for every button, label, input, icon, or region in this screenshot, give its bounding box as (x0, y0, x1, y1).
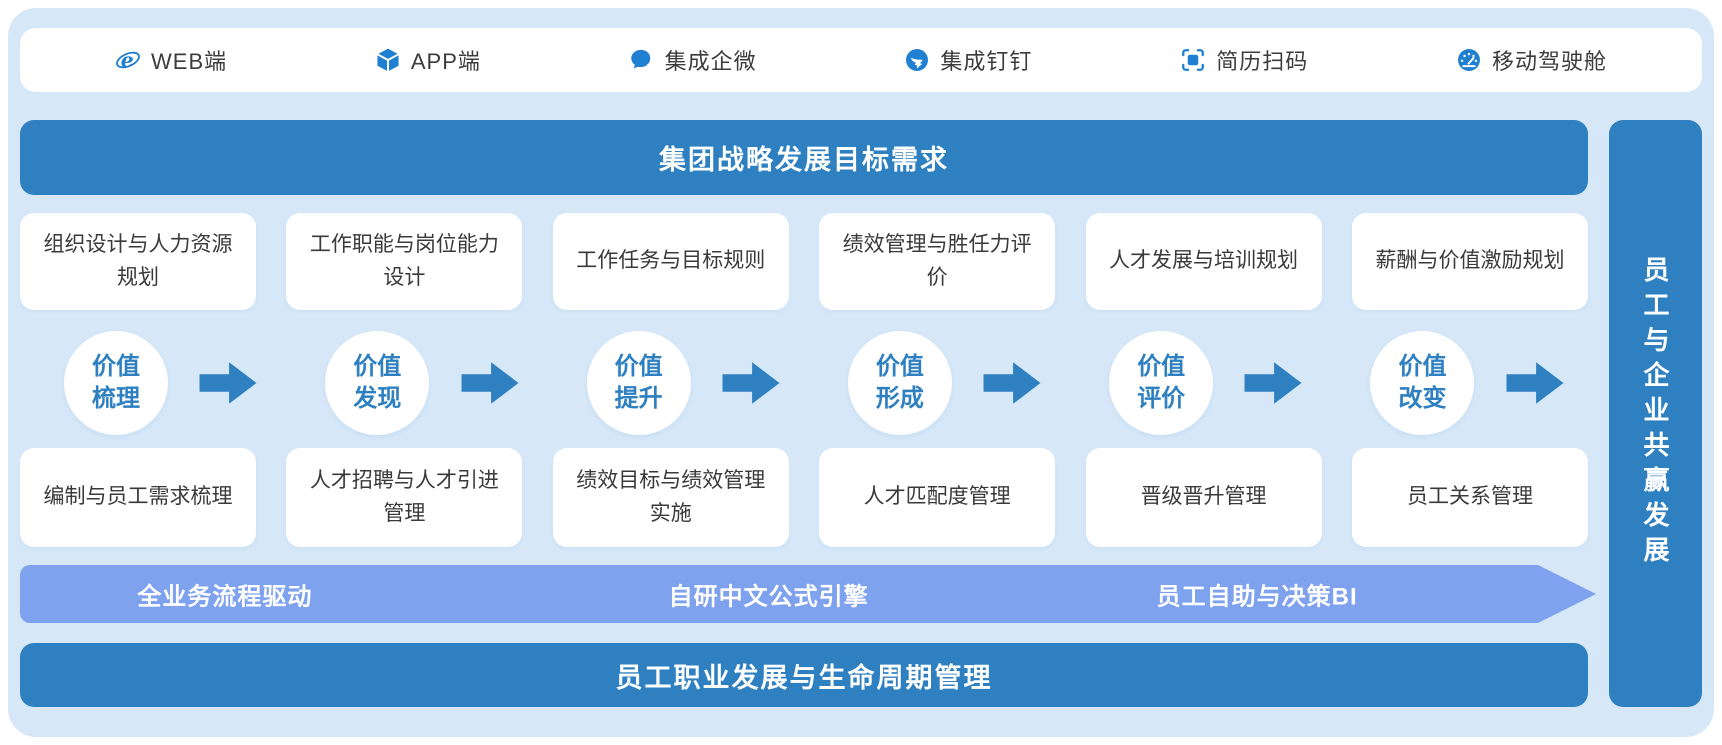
resume-scan-icon (1182, 49, 1205, 71)
channel-web-label: WEB端 (151, 49, 228, 74)
card-performance-implementation: 绩效目标与绩效管理实施 (552, 448, 789, 547)
engine-segment-bi: 员工自助与决策BI (1156, 583, 1358, 611)
value-chain-step-5: 价值评价 (1065, 330, 1326, 436)
card-talent-training: 人才发展与培训规划 (1085, 213, 1322, 310)
channel-wechat-work: 集成企微 (629, 44, 757, 76)
value-circle-5: 价值评价 (1109, 331, 1214, 435)
channel-wechat-work-label: 集成企微 (664, 49, 757, 74)
wechat-work-icon (630, 49, 654, 71)
value-chain-row: 价值梳理 价值发现 价值提升 价值形成 价值评价 价值改变 (20, 330, 1588, 436)
arrow-right-icon (461, 362, 519, 404)
svg-text:e: e (121, 48, 134, 72)
diagram-background-panel: e WEB端 APP端 (8, 8, 1714, 737)
engine-segment-process: 全业务流程驱动 (137, 583, 313, 611)
value-chain-step-3: 价值提升 (543, 330, 804, 436)
arrow-right-icon (199, 362, 257, 404)
value-chain-step-4: 价值形成 (804, 330, 1065, 436)
card-task-goal-rules: 工作任务与目标规则 (552, 213, 789, 310)
arrow-right-icon (983, 362, 1041, 404)
card-compensation-incentive: 薪酬与价值激励规划 (1351, 213, 1588, 310)
strategy-goal-banner-label: 集团战略发展目标需求 (659, 145, 949, 175)
card-org-design: 组织设计与人力资源规划 (20, 213, 256, 310)
channel-mobile-dashboard: 移动驾驶舱 (1456, 44, 1607, 76)
value-chain-step-6: 价值改变 (1326, 330, 1587, 436)
strategy-goal-banner: 集团战略发展目标需求 (20, 120, 1588, 195)
value-circle-6: 价值改变 (1370, 331, 1475, 435)
card-talent-matching: 人才匹配度管理 (819, 448, 1056, 547)
dingtalk-icon (906, 49, 929, 71)
card-employee-relations: 员工关系管理 (1351, 448, 1588, 547)
channel-app: APP端 (375, 44, 481, 76)
value-circle-3: 价值提升 (586, 331, 691, 435)
value-circle-2: 价值发现 (325, 331, 430, 435)
engine-arrow-banner: 全业务流程驱动 自研中文公式引擎 员工自助与决策BI (20, 565, 1596, 623)
card-headcount-demand: 编制与员工需求梳理 (20, 448, 256, 547)
arrow-right-icon (1506, 362, 1564, 404)
value-chain-step-1: 价值梳理 (20, 330, 281, 436)
channel-dingtalk-label: 集成钉钉 (940, 49, 1033, 74)
value-circle-4: 价值形成 (847, 331, 952, 435)
management-card-row: 编制与员工需求梳理 人才招聘与人才引进管理 绩效目标与绩效管理实施 人才匹配度管… (20, 448, 1588, 547)
win-win-side-banner-label: 员工与企业共赢发展 (1640, 256, 1670, 571)
channel-resume-scan: 简历扫码 (1180, 44, 1308, 76)
win-win-side-banner: 员工与企业共赢发展 (1609, 120, 1702, 707)
channel-mobile-dashboard-label: 移动驾驶舱 (1491, 49, 1607, 74)
lifecycle-banner: 员工职业发展与生命周期管理 (20, 643, 1588, 707)
channel-resume-scan-label: 简历扫码 (1216, 49, 1309, 74)
value-chain-step-2: 价值发现 (281, 330, 542, 436)
access-channel-bar: e WEB端 APP端 (20, 28, 1702, 92)
lifecycle-banner-label: 员工职业发展与生命周期管理 (615, 662, 993, 693)
card-job-function: 工作职能与岗位能力设计 (286, 213, 523, 310)
arrow-right-icon (1245, 362, 1302, 404)
mobile-dashboard-icon (1457, 49, 1480, 71)
card-promotion: 晋级晋升管理 (1085, 448, 1322, 547)
card-recruitment: 人才招聘与人才引进管理 (286, 448, 523, 547)
engine-segment-formula: 自研中文公式引擎 (668, 583, 869, 611)
channel-web: e WEB端 (115, 44, 227, 76)
planning-card-row: 组织设计与人力资源规划 工作职能与岗位能力设计 工作任务与目标规则 绩效管理与胜… (20, 213, 1588, 310)
app-cube-icon (376, 48, 399, 72)
ie-browser-icon: e (116, 48, 140, 72)
channel-dingtalk: 集成钉钉 (904, 44, 1032, 76)
arrow-right-icon (722, 362, 780, 404)
card-performance-competency: 绩效管理与胜任力评价 (819, 213, 1056, 310)
channel-app-label: APP端 (410, 49, 481, 74)
value-circle-1: 价值梳理 (64, 331, 168, 435)
